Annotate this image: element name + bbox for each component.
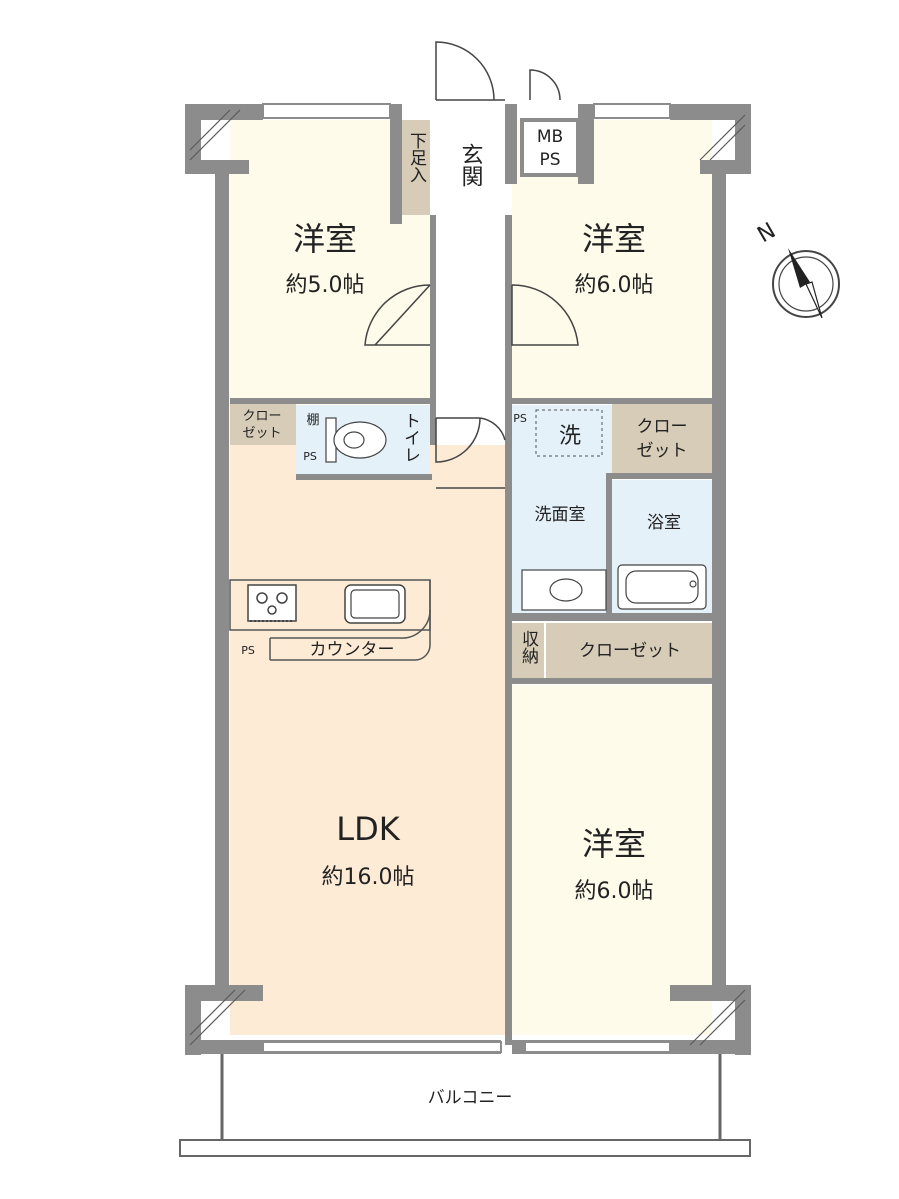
room-ldk-name: LDK <box>336 810 400 848</box>
closet-right-fill <box>612 403 712 473</box>
compass-icon <box>772 248 840 319</box>
compass-north-label: N <box>753 218 780 248</box>
washroom-label: 洗面室 <box>535 505 586 525</box>
washer-space <box>535 409 603 457</box>
storage-label: 収納 <box>518 630 539 665</box>
bath-label: 浴室 <box>647 513 681 533</box>
balcony <box>179 1054 751 1157</box>
closet-small-label-top: クロー <box>242 409 281 424</box>
shelf-label: 棚 <box>306 413 319 428</box>
room-western-nw-name: 洋室 <box>293 220 357 258</box>
ps-kitchen-label: PS <box>241 644 255 657</box>
closet-long-label: クローゼット <box>579 641 681 661</box>
mbps-label-bottom: PS <box>539 150 560 170</box>
shoe-box-label: 下足入 <box>406 132 427 183</box>
closet-small-label-bottom: ゼット <box>242 426 281 441</box>
room-western-ne-size: 約6.0帖 <box>575 273 654 298</box>
bathtub-icon <box>617 564 707 610</box>
windows <box>262 103 671 1053</box>
ps-wash-label: PS <box>513 412 527 425</box>
room-ldk-size: 約16.0帖 <box>322 865 415 890</box>
closet-right-label-top: クロー <box>637 417 688 437</box>
room-western-nw-size: 約5.0帖 <box>286 273 365 298</box>
closet-small-fill <box>230 403 296 445</box>
room-western-se-name: 洋室 <box>582 825 646 863</box>
balcony-label: バルコニー <box>428 1088 513 1108</box>
washbasin-icon <box>521 569 607 611</box>
toilet-icon <box>325 417 387 463</box>
storage-fill <box>512 623 544 678</box>
mbps-label-top: MB <box>537 127 563 147</box>
closet-right-label-bottom: ゼット <box>637 441 688 461</box>
toilet-label: トイレ <box>400 412 420 463</box>
column-hatching <box>189 109 746 1046</box>
closet-long-fill <box>546 623 712 678</box>
ps-toilet-label: PS <box>303 450 317 463</box>
room-ldk-fill <box>230 445 508 1035</box>
room-western-se-size: 約6.0帖 <box>575 879 654 904</box>
stove-icon <box>247 584 297 622</box>
room-western-ne-name: 洋室 <box>582 220 646 258</box>
shoe-box-fill <box>402 120 430 215</box>
room-western-se-fill <box>512 685 712 1035</box>
washer-label: 洗 <box>559 424 581 449</box>
doors <box>364 41 579 489</box>
entrance-label: 玄関 <box>458 143 483 187</box>
counter-label: カウンター <box>310 640 395 660</box>
sink-icon <box>344 584 406 624</box>
